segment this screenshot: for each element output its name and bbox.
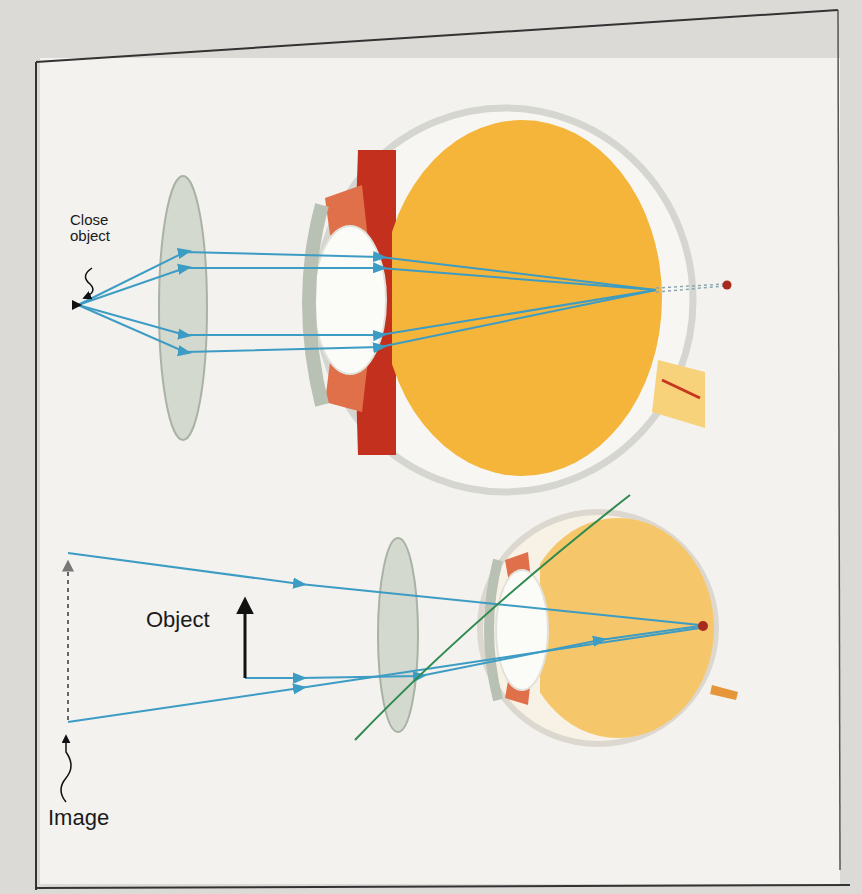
convex-lens	[378, 538, 418, 732]
green-line	[355, 495, 630, 740]
optic-nerve	[710, 685, 738, 700]
light-ray	[78, 252, 656, 305]
object-label: Object	[146, 608, 210, 632]
light-ray	[78, 290, 656, 335]
image-arrow	[67, 562, 69, 720]
dotted-extension	[656, 284, 725, 292]
object-marker	[72, 300, 82, 310]
frame-line	[36, 10, 838, 62]
light-ray	[78, 268, 656, 305]
cornea	[309, 205, 322, 405]
optic-vessel	[662, 380, 700, 398]
light-rays	[68, 553, 700, 722]
light-ray	[245, 626, 700, 678]
object-label: Close object	[70, 212, 136, 244]
frame-line	[35, 62, 37, 890]
eye-lens	[314, 226, 386, 374]
leader-squiggle	[84, 268, 93, 298]
convex-lens	[159, 176, 207, 440]
light-rays	[78, 252, 656, 352]
top-eye	[72, 108, 732, 492]
eye-lens	[496, 570, 548, 690]
light-ray	[68, 628, 700, 722]
focal-point	[698, 621, 708, 631]
leader-squiggle	[61, 736, 71, 802]
optic-nerve	[652, 360, 705, 428]
light-ray	[78, 290, 656, 352]
frame-line	[36, 885, 850, 888]
image-label: Image	[48, 806, 109, 830]
frame-line	[838, 10, 840, 870]
cornea	[489, 560, 498, 700]
object-arrow	[244, 600, 247, 678]
paper-card	[40, 58, 840, 884]
focal-point	[723, 281, 732, 290]
bottom-eye	[61, 495, 738, 802]
